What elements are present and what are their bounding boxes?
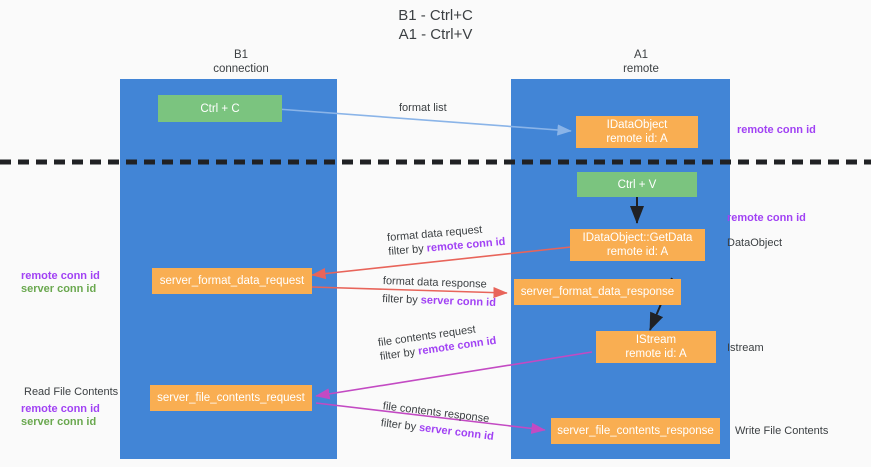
node-server-file-contents-request-label: server_file_contents_request: [157, 392, 305, 404]
side-label-dataobject: DataObject: [727, 237, 783, 249]
diagram-title: B1 - Ctrl+C A1 - Ctrl+V: [0, 6, 871, 44]
node-ctrl-c[interactable]: Ctrl + C: [158, 95, 282, 122]
node-istream-line1: IStream: [635, 334, 677, 346]
side-label-left-bottom-server-conn-id: server conn id: [21, 416, 97, 428]
column-caption-a1: A1 remote: [541, 48, 741, 76]
filter-prefix-2: filter by: [382, 293, 421, 307]
edge-format-data-response: [311, 286, 508, 299]
column-b1-name: B1: [233, 49, 249, 61]
node-idataobject-line2: remote id: A: [606, 133, 668, 145]
node-getdata-line1: IDataObject::GetData: [582, 232, 693, 244]
edge-format-list: [276, 108, 572, 136]
filter-key-server-conn-1: server conn id: [420, 294, 497, 309]
node-istream-line2: remote id: A: [625, 348, 687, 360]
column-caption-b1: B1 connection: [141, 48, 341, 76]
node-getdata[interactable]: IDataObject::GetData remote id: A: [570, 229, 705, 261]
column-a1-name: A1: [633, 49, 649, 61]
side-label-write-file-contents: Write File Contents: [735, 425, 829, 437]
side-label-left-server-conn-id: server conn id: [21, 283, 97, 295]
node-ctrl-v[interactable]: Ctrl + V: [577, 172, 697, 197]
node-idataobject[interactable]: IDataObject remote id: A: [576, 116, 698, 148]
column-a1-role: remote: [623, 63, 659, 75]
side-label-remote-conn-mid: remote conn id: [727, 212, 806, 224]
node-getdata-line2: remote id: A: [606, 246, 669, 258]
node-server-format-data-request-label: server_format_data_request: [159, 275, 305, 287]
side-label-remote-conn-top: remote conn id: [737, 124, 816, 136]
node-server-file-contents-response-label: server_file_contents_response: [557, 425, 714, 437]
edge-format-data-request: [311, 246, 572, 280]
column-b1-role: connection: [213, 63, 269, 75]
title-line-1: B1 - Ctrl+C: [398, 7, 473, 24]
node-ctrl-c-label: Ctrl + C: [200, 102, 240, 115]
node-server-file-contents-response[interactable]: server_file_contents_response: [551, 418, 720, 444]
node-idataobject-line1: IDataObject: [606, 119, 668, 131]
node-server-format-data-response[interactable]: server_format_data_response: [514, 279, 681, 305]
edge-label-format-data-response-text: format data response: [382, 275, 487, 291]
edge-file-contents-response: [315, 402, 546, 434]
node-server-file-contents-request[interactable]: server_file_contents_request: [150, 385, 312, 411]
edge-file-contents-request: [315, 351, 593, 400]
edge-label-format-data-response: format data response filter by server co…: [382, 274, 497, 310]
node-ctrl-v-label: Ctrl + V: [617, 178, 657, 191]
edge-label-format-list: format list: [399, 102, 447, 114]
side-label-left-bottom-remote-conn-id: remote conn id: [21, 403, 100, 415]
node-istream[interactable]: IStream remote id: A: [596, 331, 716, 363]
title-line-2: A1 - Ctrl+V: [398, 26, 473, 43]
filter-prefix-1: filter by: [387, 242, 428, 259]
side-label-left-remote-conn-id: remote conn id: [21, 270, 100, 282]
node-server-format-data-request[interactable]: server_format_data_request: [152, 268, 312, 294]
node-server-format-data-response-label: server_format_data_response: [520, 286, 675, 298]
side-label-istream: Istream: [727, 342, 764, 354]
side-label-read-file-contents: Read File Contents: [24, 386, 119, 398]
